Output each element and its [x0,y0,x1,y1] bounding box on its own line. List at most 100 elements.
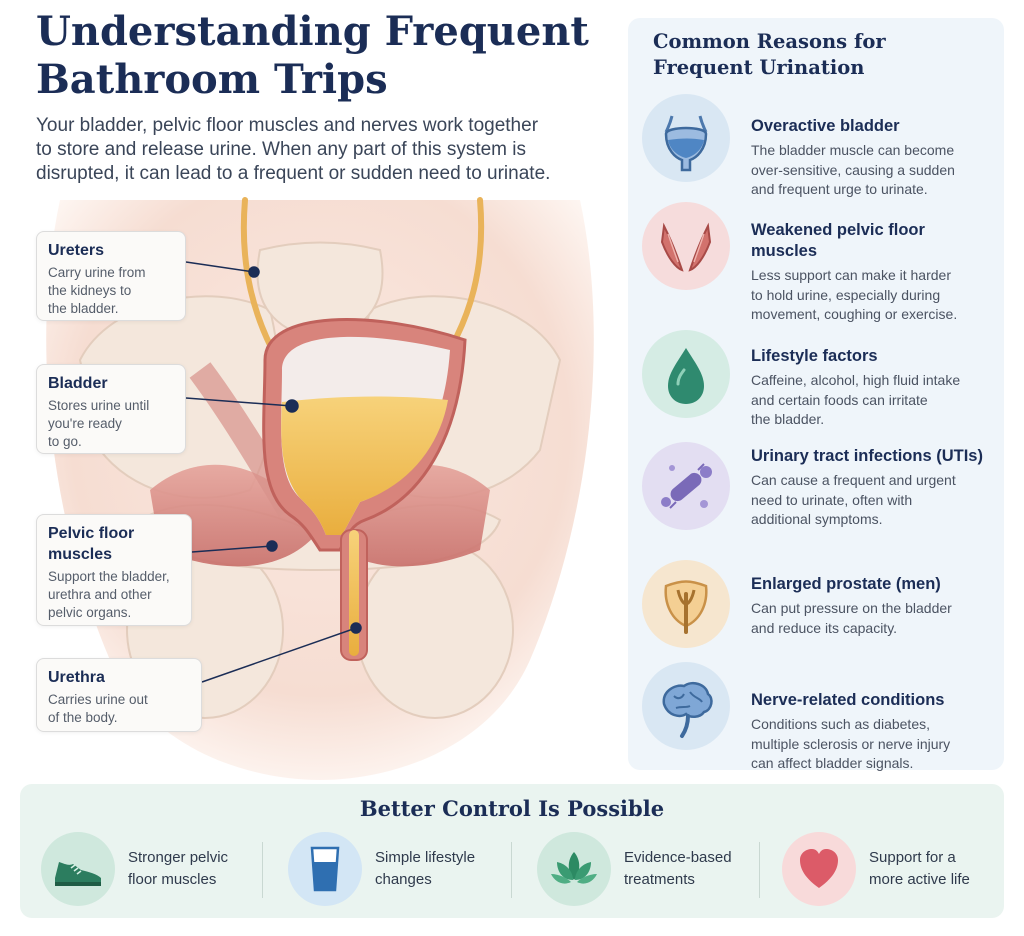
reason-desc-line: over-sensitive, causing a sudden [751,161,955,178]
benefit-label-line: treatments [624,871,695,888]
reason-title-line: muscles [751,242,818,260]
pelvic-anatomy-illustration [46,197,594,780]
prostate-icon [642,560,730,648]
brain-icon [642,662,730,750]
water-drop-icon [642,330,730,418]
title-line: Bathroom Trips [36,56,388,103]
reason-text: Overactive bladder The bladder muscle ca… [751,116,1001,200]
reason-title: Overactive bladder [751,116,1001,137]
callout-desc-line: pelvic organs. [48,605,132,620]
reasons-panel-title: Common Reasons for Frequent Urination [653,29,993,81]
benefit-label: Simple lifestyle changes [375,847,525,891]
reason-desc-line: the bladder. [751,411,825,427]
callout-desc-line: you're ready [48,416,122,431]
pelvic-muscle-icon [642,202,730,290]
callout-desc-line: the bladder. [48,301,119,316]
callout-title: Ureters [48,240,174,261]
benefit-label-line: Support for a [869,849,956,866]
reason-description: Can cause a frequent and urgent need to … [751,471,1001,530]
callout-desc-line: Stores urine until [48,398,150,413]
control-panel-title: Better Control Is Possible [359,796,665,821]
reason-description: The bladder muscle can become over-sensi… [751,141,1001,200]
reason-desc-line: and reduce its capacity. [751,619,898,636]
callout-desc-line: to go. [48,434,82,449]
water-glass-icon [288,832,362,906]
reason-desc-line: Less support can make it harder [751,267,951,283]
reason-title-line: Weakened pelvic floor [751,221,925,239]
callout-ureters: Ureters Carry urine from the kidneys to … [36,231,186,321]
benefit-label: Stronger pelvic floor muscles [128,847,278,891]
reason-desc-line: Can cause a frequent and urgent [751,472,956,488]
benefit-label-line: Evidence-based [624,849,732,866]
subtitle-line: disrupted, it can lead to a frequent or … [36,163,551,184]
reason-desc-line: Caffeine, alcohol, high fluid intake [751,372,961,388]
callout-title: Pelvic floor muscles [48,523,180,565]
better-control-panel: Better Control Is Possible Stronger pelv… [20,784,1004,918]
page-title: Understanding Frequent Bathroom Trips [36,8,616,104]
callout-pelvic-floor-muscles: Pelvic floor muscles Support the bladder… [36,514,192,626]
reason-desc-line: need to urinate, often with [751,491,913,508]
reason-desc-line: additional symptoms. [751,511,883,527]
reason-lifestyle-factors: Lifestyle factors Caffeine, alcohol, hig… [628,328,1004,428]
reason-desc-line: can affect bladder signals. [751,755,914,771]
callout-desc-line: Carry urine from [48,265,146,280]
reason-text: Enlarged prostate (men) Can put pressure… [751,574,1001,638]
reasons-title-line: Frequent Urination [653,56,865,79]
benefit-divider [262,842,263,898]
reason-title: Enlarged prostate (men) [751,574,1001,595]
reason-description: Can put pressure on the bladder and redu… [751,599,1001,638]
callout-desc-line: Support the bladder, [48,569,170,584]
reason-text: Weakened pelvic floor muscles Less suppo… [751,220,1001,325]
bladder [262,318,467,552]
reason-description: Caffeine, alcohol, high fluid intake and… [751,371,1001,430]
callout-desc-line: Carries urine out [48,692,148,707]
reason-text: Urinary tract infections (UTIs) Can caus… [751,446,1001,530]
reason-description: Less support can make it harder to hold … [751,266,1001,325]
heart-icon [782,832,856,906]
subtitle-line: to store and release urine. When any par… [36,139,527,160]
reason-text: Lifestyle factors Caffeine, alcohol, hig… [751,346,1001,430]
callout-description: Support the bladder, urethra and other p… [48,568,180,622]
reason-desc-line: and certain foods can irritate [751,391,928,408]
common-reasons-panel: Common Reasons for Frequent Urination Ov… [628,18,1004,771]
bacteria-icon [642,442,730,530]
benefit-evidence-based-treatments: Evidence-based treatments [537,830,767,910]
benefit-label: Evidence-based treatments [624,847,774,891]
lotus-icon [537,832,611,906]
title-line: Understanding Frequent [36,8,589,55]
reason-nerve-related-conditions: Nerve-related conditions Conditions such… [628,660,1004,771]
subtitle-line: Your bladder, pelvic floor muscles and n… [36,115,539,136]
callout-bladder: Bladder Stores urine until you're ready … [36,364,186,454]
reason-desc-line: Can put pressure on the bladder [751,600,952,616]
callout-title-line: Ureters [48,242,105,259]
reason-desc-line: multiple sclerosis or nerve injury [751,735,951,752]
urethra [340,529,368,661]
reason-desc-line: movement, coughing or exercise. [751,306,958,322]
reason-title-line: Nerve-related conditions [751,691,945,709]
page-subtitle: Your bladder, pelvic floor muscles and n… [36,114,616,186]
callout-title: Bladder [48,373,174,394]
reason-desc-line: to hold urine, especially during [751,286,941,303]
reason-desc-line: Conditions such as diabetes, [751,716,930,732]
reason-title: Nerve-related conditions [751,690,1001,711]
reason-title-line: Lifestyle factors [751,347,878,365]
callout-leaders [185,261,362,683]
benefit-label-line: Stronger pelvic [128,849,229,866]
reason-desc-line: The bladder muscle can become [751,142,955,158]
bladder-icon [642,94,730,182]
benefit-label-line: floor muscles [128,871,217,888]
reason-title: Urinary tract infections (UTIs) [751,446,1001,467]
callout-description: Carries urine out of the body. [48,691,190,727]
callout-description: Carry urine from the kidneys to the blad… [48,264,174,318]
callout-desc-line: urethra and other [48,587,152,602]
reason-description: Conditions such as diabetes, multiple sc… [751,715,1001,774]
reason-weakened-pelvic-floor: Weakened pelvic floor muscles Less suppo… [628,202,1004,322]
reason-title: Lifestyle factors [751,346,1001,367]
benefit-stronger-pelvic-floor: Stronger pelvic floor muscles [41,830,271,910]
benefit-label-line: changes [375,871,432,888]
callout-title-line: Bladder [48,375,108,392]
reason-overactive-bladder: Overactive bladder The bladder muscle ca… [628,92,1004,197]
reason-title-line: Overactive bladder [751,117,900,135]
callout-title-line: Urethra [48,669,105,686]
benefit-label-line: Simple lifestyle [375,849,476,866]
